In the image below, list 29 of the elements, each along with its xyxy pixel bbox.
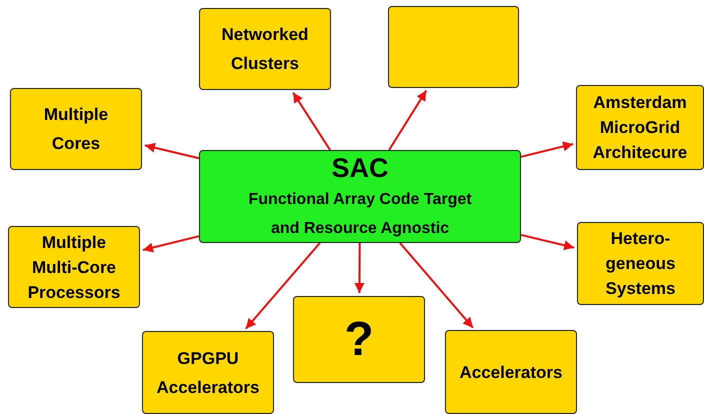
box-text: Multiple Multi-Core Processors (26, 232, 122, 304)
target-box (142, 331, 274, 414)
box-text: GPGPU Accelerators (155, 348, 260, 398)
target-box (445, 330, 577, 414)
central-box (199, 150, 521, 243)
target-box (10, 88, 142, 170)
arrow (399, 242, 474, 328)
box-text: ? (344, 314, 374, 364)
arrow (520, 234, 574, 250)
target-box (199, 8, 331, 90)
box-text: Accelerators (459, 362, 562, 384)
title-text: SAC (331, 152, 388, 184)
box-text: Hetero- geneous Systems (604, 228, 676, 300)
target-box (8, 226, 140, 308)
arrow (142, 235, 200, 252)
arrow (292, 92, 331, 151)
arrow (520, 142, 574, 158)
arrow (388, 90, 428, 151)
target-box (577, 222, 704, 305)
arrow (144, 142, 200, 160)
target-box (576, 85, 704, 170)
box-text: Amsterdam MicroGrid Architecure (592, 92, 688, 164)
box-text: Multiple Cores (42, 104, 110, 155)
arrow (245, 242, 321, 330)
box-text: Networked Clusters (220, 24, 310, 75)
target-box (388, 6, 519, 88)
target-box (293, 296, 425, 383)
box-text: Functional Array Code Target and Resource Agnostic (247, 190, 473, 238)
arrow (354, 243, 364, 293)
